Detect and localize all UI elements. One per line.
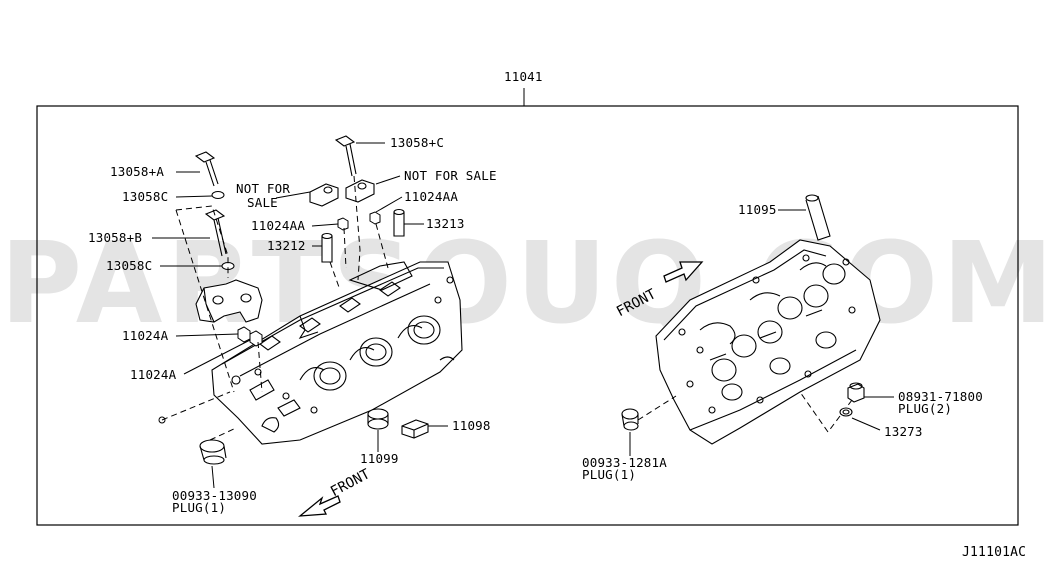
- part-13212: 13212: [267, 238, 306, 253]
- part-00933-1281a: 00933-1281A: [582, 455, 667, 470]
- assembly-frame: [36, 105, 1019, 526]
- part-13058c-2: 13058C: [106, 258, 153, 273]
- part-13213: 13213: [426, 216, 465, 231]
- part-11024aa-2: 11024AA: [404, 189, 459, 204]
- front-arrow-top: [663, 261, 704, 283]
- plug-1-label-left: PLUG(1): [172, 500, 227, 515]
- cam-cap-left: [309, 183, 339, 207]
- part-13273: 13273: [884, 424, 923, 439]
- washer-13058c-1: [211, 191, 225, 199]
- bolt-13058a: [194, 151, 219, 187]
- plug-1-label-right: PLUG(1): [582, 467, 637, 482]
- part-13058c-1: 13058C: [122, 189, 169, 204]
- dowel-11024aa-2: [369, 211, 381, 225]
- part-11099: 11099: [360, 451, 399, 466]
- cam-cap-right: [345, 179, 375, 203]
- plug-08931-71800: [847, 382, 865, 403]
- plug-11099: [367, 408, 389, 430]
- sleeve-11095: [805, 194, 831, 241]
- plug-00933-1281a: [621, 408, 639, 431]
- diagram-code: J11101AC: [962, 545, 1027, 560]
- part-13058a: 13058+A: [110, 164, 165, 179]
- assembly-number: 11041: [504, 69, 543, 84]
- bolt-13058c: [334, 135, 357, 177]
- part-13058b: 13058+B: [88, 230, 143, 245]
- dowel-11024a-2: [249, 330, 263, 347]
- sleeve-13212: [321, 232, 333, 263]
- not-for-sale-left-line1: NOT FOR: [236, 181, 291, 196]
- plug-00933-13090: [199, 439, 227, 465]
- part-11024a-2: 11024A: [130, 367, 177, 382]
- left-cylinder-head: [211, 261, 463, 445]
- part-11095: 11095: [738, 202, 777, 217]
- front-arrow-bottom: [297, 495, 341, 517]
- dowel-11024a-1: [237, 326, 251, 343]
- plug-11098: [401, 419, 429, 439]
- part-11024aa-1: 11024AA: [251, 218, 306, 233]
- part-08931-71800: 08931-71800: [898, 389, 983, 404]
- part-11024a-1: 11024A: [122, 328, 169, 343]
- plug-2-label: PLUG(2): [898, 401, 953, 416]
- left-cam-bracket: [195, 279, 263, 323]
- part-11098: 11098: [452, 418, 491, 433]
- part-13058c: 13058+C: [390, 135, 445, 150]
- right-cylinder-head: [655, 239, 881, 445]
- not-for-sale-left-line2: SALE: [247, 195, 278, 210]
- part-00933-13090: 00933-13090: [172, 488, 257, 503]
- sleeve-13213: [393, 208, 405, 237]
- bolt-13058b: [204, 209, 227, 257]
- washer-13273: [839, 407, 853, 417]
- not-for-sale-right: NOT FOR SALE: [404, 168, 497, 183]
- dowel-11024aa-1: [337, 217, 349, 231]
